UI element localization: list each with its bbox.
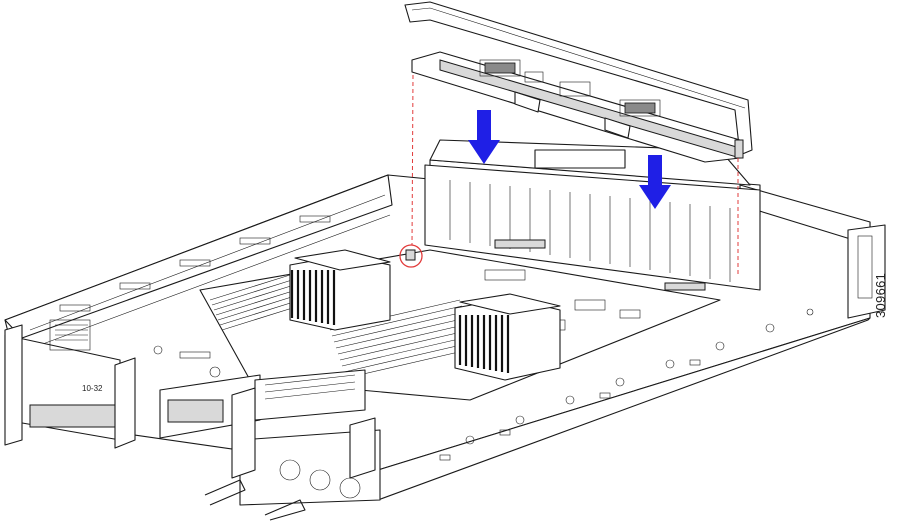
- rear-io-area: [4, 319, 381, 521]
- down-arrow-icon: [639, 155, 671, 209]
- heatsink-left: [289, 249, 391, 331]
- down-arrow-icon: [468, 110, 500, 164]
- circle-marker-icon: [399, 244, 423, 268]
- heatsink-right: [454, 293, 561, 381]
- riser-module: [404, 1, 753, 163]
- memory-modules: [209, 274, 477, 379]
- screw-size-label: 10-32: [82, 384, 103, 393]
- alignment-guides: [411, 74, 739, 275]
- figure-id-label: 309661: [873, 272, 888, 318]
